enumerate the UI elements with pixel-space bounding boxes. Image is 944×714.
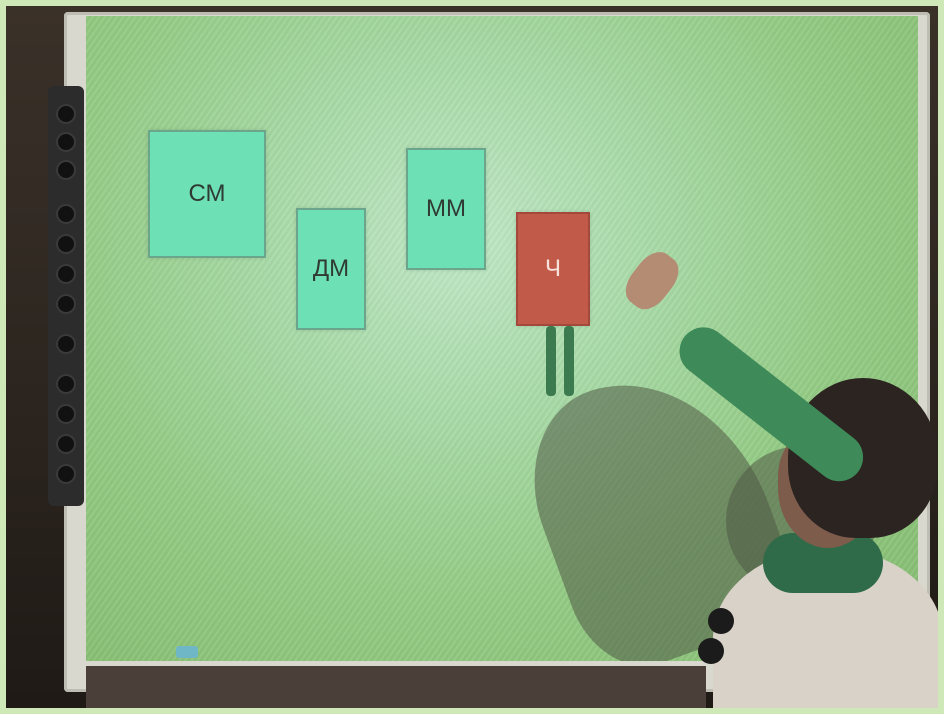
photo-frame: СМ ДМ ММ Ч <box>6 6 938 708</box>
rail-button <box>58 266 74 282</box>
pointer-stick <box>564 326 574 396</box>
card-label: СМ <box>188 180 226 207</box>
rail-button <box>58 206 74 222</box>
card-label: ДМ <box>312 255 350 282</box>
board-side-rail <box>48 86 84 506</box>
person <box>617 244 938 708</box>
rail-button <box>58 134 74 150</box>
rail-button <box>58 162 74 178</box>
card-mm[interactable]: ММ <box>406 148 486 270</box>
rail-button <box>58 336 74 352</box>
card-label: ММ <box>426 195 466 222</box>
rail-button <box>58 106 74 122</box>
card-label: Ч <box>545 255 561 282</box>
rail-button <box>58 436 74 452</box>
pointer-stick <box>546 326 556 396</box>
coat-button-icon <box>698 638 724 664</box>
coat-button-icon <box>708 608 734 634</box>
rail-button <box>58 466 74 482</box>
floor-area <box>86 666 706 708</box>
rail-button <box>58 296 74 312</box>
card-cm[interactable]: СМ <box>148 130 266 258</box>
rail-button <box>58 236 74 252</box>
rail-button <box>58 406 74 422</box>
card-dm[interactable]: ДМ <box>296 208 366 330</box>
card-ch[interactable]: Ч <box>516 212 590 326</box>
screen-logo-icon <box>176 646 198 658</box>
rail-button <box>58 376 74 392</box>
